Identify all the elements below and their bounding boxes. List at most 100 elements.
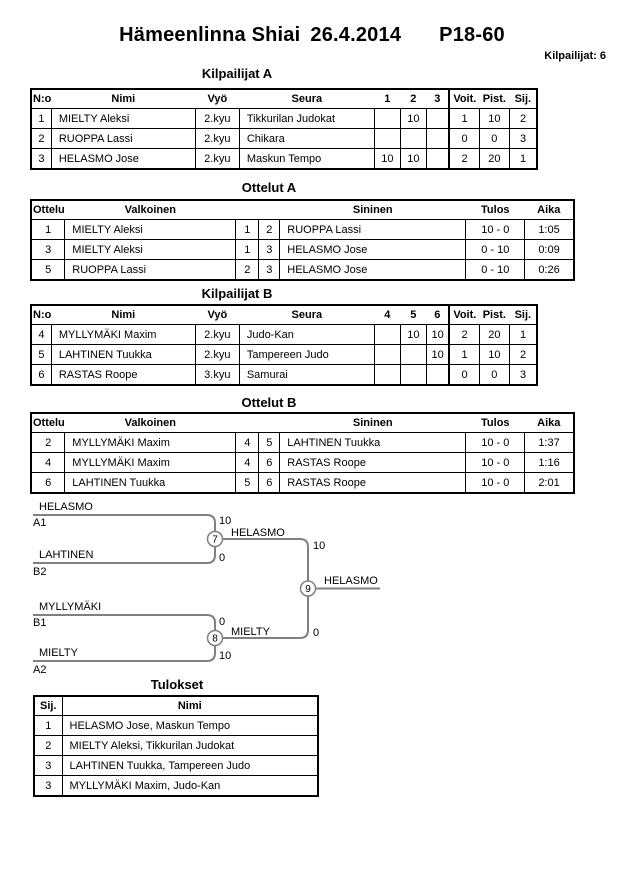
pool-a-table: N:o Nimi Vyö Seura 1 2 3 Voit. Pist. Sij… <box>30 88 539 170</box>
cell-no: 3 <box>30 148 52 170</box>
cell-nimi: HELASMO Jose <box>50 148 196 170</box>
col-wno <box>236 413 259 433</box>
bracket-line-final <box>222 538 309 639</box>
col-wno <box>236 200 259 220</box>
bracket-entry-score: 0 <box>219 616 225 628</box>
cell-m5 <box>399 344 427 365</box>
bracket-entry-seed: B1 <box>33 617 46 629</box>
cell-vyo: 2.kyu <box>194 344 240 365</box>
bracket-entry-score: 10 <box>219 515 231 527</box>
cell-wno: 1 <box>235 219 260 240</box>
cell-sij: 3 <box>33 775 63 797</box>
col-ottelu: Ottelu <box>33 417 65 429</box>
event-date: 26.4.2014 <box>310 24 402 46</box>
col-valkoinen: Valkoinen <box>124 204 176 216</box>
col-nimi: Nimi <box>111 309 136 321</box>
cell-m2: 10 <box>399 108 427 129</box>
col-seura: Seura <box>291 93 323 105</box>
cell-sininen: RASTAS Roope <box>279 472 467 494</box>
col-vyo: Vyö <box>207 309 228 321</box>
table-row: 1 MIELTY Aleksi 1 2 RUOPPA Lassi 10 - 0 … <box>30 219 575 240</box>
cell-seura: Samurai <box>238 364 375 386</box>
cell-pist: 20 <box>478 148 510 170</box>
cell-bno: 5 <box>258 432 281 453</box>
bracket-winner-score: 0 <box>313 627 319 639</box>
cell-no: 5 <box>30 344 52 365</box>
table-row: 1 HELASMO Jose, Maskun Tempo <box>33 715 319 736</box>
cell-m4 <box>373 324 401 345</box>
cell-valkoinen: MIELTY Aleksi <box>64 239 237 260</box>
cell-valkoinen: MIELTY Aleksi <box>64 219 237 240</box>
cell-seura: Judo-Kan <box>238 324 375 345</box>
cell-voit: 1 <box>448 344 480 365</box>
col-aika: Aika <box>537 204 561 216</box>
cell-sij: 1 <box>33 715 63 736</box>
col-m6: 6 <box>434 309 441 321</box>
table-row: 6 LAHTINEN Tuukka 5 6 RASTAS Roope 10 - … <box>30 472 575 494</box>
col-m3: 3 <box>434 93 441 105</box>
matches-a-heading: Ottelut A <box>241 180 297 195</box>
cell-valkoinen: LAHTINEN Tuukka <box>64 472 237 494</box>
cell-sij: 2 <box>33 735 63 756</box>
cell-tulos: 10 - 0 <box>465 432 526 453</box>
table-row: 2 MIELTY Aleksi, Tikkurilan Judokat <box>33 735 319 756</box>
bracket-entry-score: 0 <box>219 552 225 564</box>
col-m5: 5 <box>410 309 417 321</box>
cell-ottelu: 4 <box>30 452 66 473</box>
cell-nimi: LAHTINEN Tuukka, Tampereen Judo <box>61 755 319 776</box>
col-aika: Aika <box>537 417 561 429</box>
cell-m5: 10 <box>399 324 427 345</box>
col-nimi: Nimi <box>111 93 136 105</box>
match-number: 9 <box>305 584 311 595</box>
cell-no: 6 <box>30 364 52 386</box>
cell-bno: 2 <box>258 219 281 240</box>
cell-sij: 1 <box>508 148 538 170</box>
table-row: 4 MYLLYMÄKI Maxim 4 6 RASTAS Roope 10 - … <box>30 452 575 473</box>
col-sij: Sij. <box>34 696 63 716</box>
table-row: 3 HELASMO Jose 2.kyu Maskun Tempo 10 10 … <box>30 148 538 170</box>
cell-tulos: 10 - 0 <box>465 472 526 494</box>
cell-wno: 2 <box>235 259 260 281</box>
cell-vyo: 2.kyu <box>194 128 240 149</box>
results-heading: Tulokset <box>150 677 204 692</box>
col-ottelu: Ottelu <box>33 204 65 216</box>
header-row: N:o Nimi Vyö Seura 1 2 3 Voit. Pist. Sij… <box>31 89 537 109</box>
col-vyo: Vyö <box>207 93 228 105</box>
table-row: 3 MYLLYMÄKI Maxim, Judo-Kan <box>33 775 319 797</box>
col-sininen: Sininen <box>352 417 393 429</box>
col-pist: Pist. <box>482 93 506 105</box>
cell-nimi: HELASMO Jose, Maskun Tempo <box>61 715 319 736</box>
bracket-entry-name: MYLLYMÄKI <box>39 601 101 613</box>
cell-tulos: 0 - 10 <box>465 259 526 281</box>
cell-ottelu: 3 <box>30 239 66 260</box>
cell-m3 <box>425 108 450 129</box>
cell-pist: 10 <box>478 344 510 365</box>
cell-wno: 1 <box>235 239 260 260</box>
bracket-entry-seed: B2 <box>33 566 46 578</box>
cell-no: 1 <box>30 108 52 129</box>
cell-bno: 3 <box>258 259 281 281</box>
cell-aika: 1:05 <box>524 219 575 240</box>
bracket-entry-score: 10 <box>219 650 231 662</box>
cell-sininen: LAHTINEN Tuukka <box>279 432 467 453</box>
bracket-winner-score: 10 <box>313 540 325 552</box>
col-bno <box>259 413 280 433</box>
table-row: 2 RUOPPA Lassi 2.kyu Chikara 0 0 3 <box>30 128 538 149</box>
header-row: N:o Nimi Vyö Seura 4 5 6 Voit. Pist. Sij… <box>31 305 537 325</box>
cell-m3 <box>425 128 450 149</box>
table-row: 1 MIELTY Aleksi 2.kyu Tikkurilan Judokat… <box>30 108 538 129</box>
col-pist: Pist. <box>482 309 506 321</box>
cell-no: 2 <box>30 128 52 149</box>
cell-nimi: RUOPPA Lassi <box>50 128 196 149</box>
col-valkoinen: Valkoinen <box>124 417 176 429</box>
cell-voit: 0 <box>448 128 480 149</box>
col-sininen: Sininen <box>352 204 393 216</box>
cell-m6: 10 <box>425 344 450 365</box>
cell-ottelu: 1 <box>30 219 66 240</box>
bracket-entry-seed: A2 <box>33 664 46 676</box>
cell-voit: 0 <box>448 364 480 386</box>
cell-bno: 3 <box>258 239 281 260</box>
cell-nimi: LAHTINEN Tuukka <box>50 344 196 365</box>
cell-no: 4 <box>30 324 52 345</box>
cell-bno: 6 <box>258 452 281 473</box>
